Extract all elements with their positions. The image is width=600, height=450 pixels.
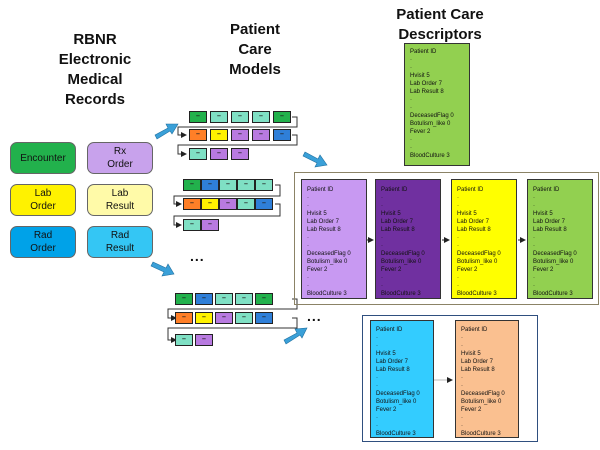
- seq-square: –: [189, 148, 207, 160]
- ellipsis: ...: [307, 308, 322, 324]
- seq-square: –: [215, 312, 233, 324]
- seq-square: –: [255, 312, 273, 324]
- seq-square: –: [195, 293, 213, 305]
- seq-square: –: [210, 129, 228, 141]
- seq-square: –: [231, 129, 249, 141]
- ehr-header: RBNR Electronic Medical Records: [58, 31, 132, 108]
- ellipsis: ...: [190, 248, 205, 264]
- seq-square: –: [235, 293, 253, 305]
- seq-square: –: [189, 111, 207, 123]
- seq-square: –: [252, 111, 270, 123]
- seq-square: –: [252, 129, 270, 141]
- seq-square: –: [210, 148, 228, 160]
- seq-square: –: [219, 198, 237, 210]
- seq-square: –: [255, 198, 273, 210]
- seq-square: –: [201, 219, 219, 231]
- seq-square: –: [237, 198, 255, 210]
- seq-square: –: [183, 219, 201, 231]
- rx-order-record: Rx Order: [87, 142, 153, 174]
- seq-square: –: [273, 111, 291, 123]
- seq-square: –: [210, 111, 228, 123]
- seq-square: –: [235, 312, 253, 324]
- rad-order-record: Rad Order: [10, 226, 76, 258]
- descriptor-group-frame: [294, 172, 599, 305]
- seq-square: –: [231, 111, 249, 123]
- descriptors-header: Patient Care Descriptors: [396, 6, 484, 43]
- seq-square: –: [195, 334, 213, 346]
- seq-square: –: [273, 129, 291, 141]
- seq-square: –: [219, 179, 237, 191]
- seq-square: –: [255, 179, 273, 191]
- descriptor-group-frame: [362, 315, 538, 442]
- seq-square: –: [183, 179, 201, 191]
- seq-square: –: [201, 179, 219, 191]
- seq-square: –: [195, 312, 213, 324]
- seq-square: –: [175, 293, 193, 305]
- seq-square: –: [255, 293, 273, 305]
- rad-result-record: Rad Result: [87, 226, 153, 258]
- encounter-record: Encounter: [10, 142, 76, 174]
- seq-square: –: [237, 179, 255, 191]
- models-header: Patient Care Models: [229, 21, 281, 78]
- seq-square: –: [189, 129, 207, 141]
- seq-square: –: [215, 293, 233, 305]
- seq-square: –: [183, 198, 201, 210]
- seq-square: –: [175, 312, 193, 324]
- seq-square: –: [175, 334, 193, 346]
- lab-order-record: Lab Order: [10, 184, 76, 216]
- seq-square: –: [231, 148, 249, 160]
- seq-square: –: [201, 198, 219, 210]
- lab-result-record: Lab Result: [87, 184, 153, 216]
